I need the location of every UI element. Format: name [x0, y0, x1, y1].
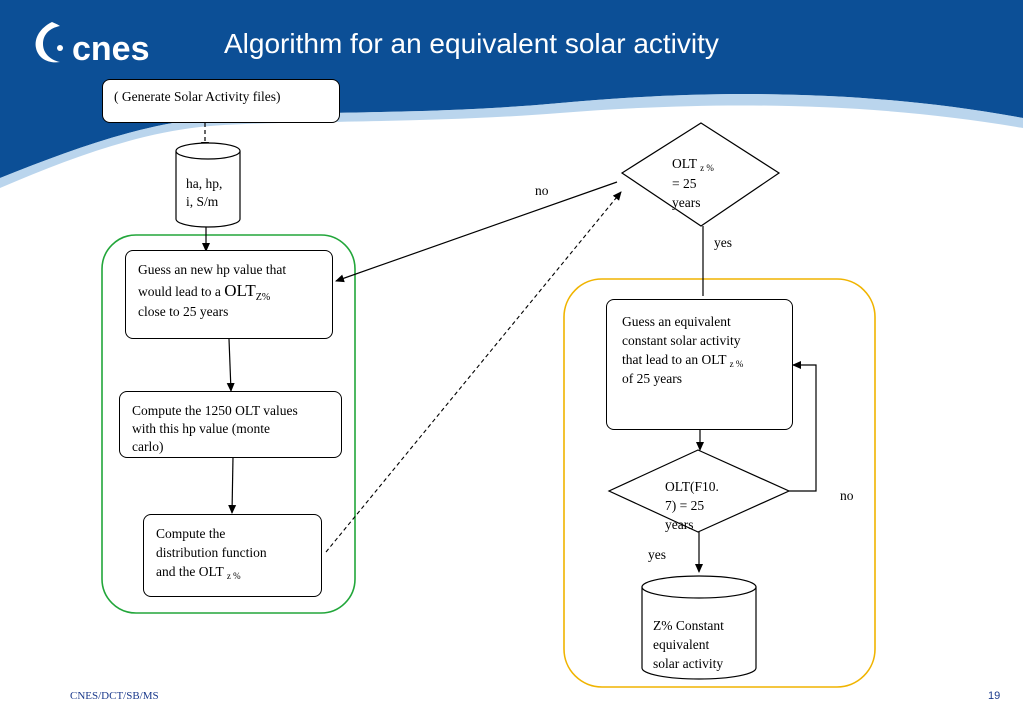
label-yes-top: yes: [714, 235, 732, 250]
result-cylinder: [641, 575, 757, 680]
result-line2: equivalent: [653, 637, 710, 652]
cnes-logo: cnes: [30, 20, 190, 70]
compute-olt-line1: Compute the 1250 OLT values: [132, 403, 298, 418]
decision-f10-line1: OLT(F10.: [665, 479, 719, 494]
arrow-distribution-to-decision: [325, 191, 622, 553]
arrow-compute-to-distribution: [228, 456, 237, 514]
orange-frame: [563, 278, 876, 688]
decision-f10-line2: 7) = 25: [665, 498, 705, 513]
distribution-box: Compute the distribution function and th…: [143, 514, 322, 597]
guess-hp-line1: Guess an new hp value that: [138, 262, 287, 277]
slide-title: Algorithm for an equivalent solar activi…: [224, 28, 719, 59]
guess-solar-box: Guess an equivalent constant solar activ…: [606, 299, 793, 430]
page-number: 19: [988, 690, 1001, 702]
params-cylinder: [175, 142, 241, 228]
compute-olt-box: Compute the 1250 OLT values with this hp…: [119, 391, 342, 458]
result-line1: Z% Constant: [653, 618, 724, 633]
params-line2: i, S/m: [186, 194, 219, 209]
footer-credit: CNES/DCT/SB/MS: [70, 690, 159, 702]
decision-top-line3: years: [672, 195, 701, 210]
compute-olt-line3: carlo): [132, 439, 164, 454]
green-frame: [101, 234, 356, 614]
params-line1: ha, hp,: [186, 176, 223, 191]
arrow-decision-no: [335, 181, 618, 283]
logo-wordmark: cnes: [72, 30, 150, 68]
generate-label: ( Generate Solar Activity files): [114, 89, 281, 104]
guess-hp-box: Guess an new hp value that would lead to…: [125, 250, 333, 339]
compute-olt-line2: with this hp value (monte: [132, 421, 270, 436]
decision-f10: [607, 449, 791, 533]
generate-box: ( Generate Solar Activity files): [102, 79, 340, 123]
label-no-right: no: [840, 488, 854, 503]
label-no-top: no: [535, 183, 549, 198]
guess-hp-line2: would lead to a OLTZ%: [138, 281, 271, 304]
distribution-line3: and the OLT z %: [156, 564, 241, 581]
decision-top-line1: OLT z %: [672, 156, 714, 173]
guess-solar-line2: constant solar activity: [622, 333, 741, 348]
guess-solar-line4: of 25 years: [622, 371, 682, 386]
arrow-f10-no-loop: [789, 361, 817, 492]
distribution-line2: distribution function: [156, 545, 267, 560]
guess-solar-line1: Guess an equivalent: [622, 314, 731, 329]
distribution-line1: Compute the: [156, 526, 226, 541]
decision-f10-line3: years: [665, 517, 694, 532]
guess-hp-line3: close to 25 years: [138, 304, 229, 319]
decision-top-line2: = 25: [672, 176, 697, 191]
result-line3: solar activity: [653, 656, 724, 671]
guess-solar-line3: that lead to an OLT z %: [622, 352, 744, 369]
label-yes-bottom: yes: [648, 547, 666, 562]
decision-olt-top: [620, 122, 781, 227]
arrow-guess-to-compute: [226, 338, 235, 392]
